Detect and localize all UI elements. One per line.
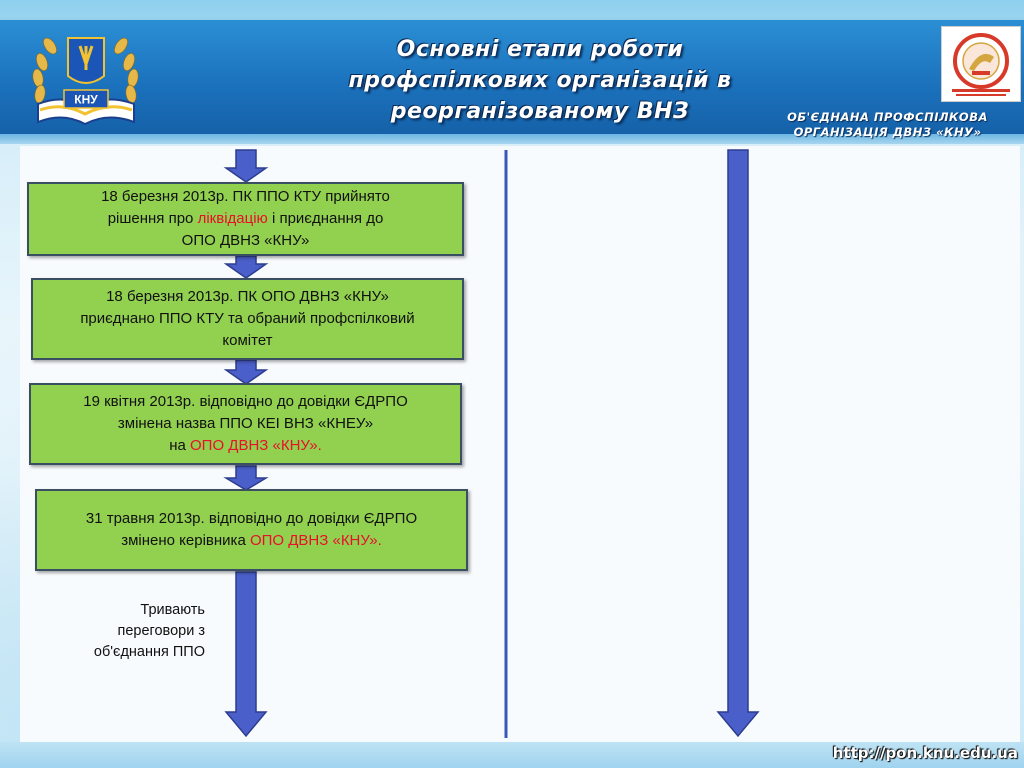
knu-logo-text: КНУ (74, 93, 98, 107)
arrow-down-icon (223, 465, 269, 491)
step-4-line-1: 31 травня 2013р. відповідно до довідки Є… (85, 510, 418, 527)
arrow-down-icon (223, 359, 269, 385)
step-1-line-1: 18 березня 2013р. ПК ППО КТУ прийнято (101, 188, 390, 205)
header-band (0, 20, 1024, 135)
step-4-line-2: змінено керівника ОПО ДВНЗ «КНУ». (121, 532, 382, 549)
org-name-line-2: ОРГАНІЗАЦІЯ ДВНЗ «КНУ» (793, 125, 982, 139)
step-1-line-2: рішення про ліквідацію і приєднання до (107, 210, 384, 227)
org-name-line-1: ОБ'ЄДНАНА ПРОФСПІЛКОВА (787, 110, 988, 124)
title-line-1: Основні етапи роботи (396, 37, 684, 62)
step-3-line-3: на ОПО ДВНЗ «КНУ». (169, 437, 322, 454)
title-line-3: реорганізованому ВНЗ (390, 99, 690, 124)
negotiations-note: Тривають переговори з об'єднання ППО (70, 600, 205, 663)
step-3-highlight: ОПО ДВНЗ «КНУ». (190, 437, 322, 454)
knu-logo: КНУ (32, 37, 139, 126)
union-logo (941, 26, 1021, 102)
step-2-line-2: приєднано ППО КТУ та обраний профспілков… (80, 310, 415, 327)
note-line-1: Тривають (140, 602, 205, 618)
step-box-1: 18 березня 2013р. ПК ППО КТУ прийнято рі… (27, 182, 464, 256)
org-name: ОБ'ЄДНАНА ПРОФСПІЛКОВА ОРГАНІЗАЦІЯ ДВНЗ … (760, 110, 1015, 140)
arrow-down-icon (224, 571, 268, 738)
arrow-down-icon (223, 149, 269, 183)
note-line-2: переговори з (117, 623, 205, 639)
step-3-line-1: 19 квітня 2013р. відповідно до довідки Є… (83, 393, 408, 410)
title-line-2: профспілкових організацій в (348, 68, 732, 93)
slide-title: Основні етапи роботи профспілкових орган… (270, 34, 810, 127)
arrow-down-icon (716, 149, 760, 738)
step-1-highlight: ліквідацію (197, 210, 268, 227)
footer-url[interactable]: http://pon.knu.edu.ua (832, 744, 1018, 762)
step-3-line-2: змінена назва ППО КЕІ ВНЗ «КНЕУ» (117, 415, 374, 432)
step-box-4: 31 травня 2013р. відповідно до довідки Є… (35, 489, 468, 571)
step-box-3: 19 квітня 2013р. відповідно до довідки Є… (29, 383, 462, 465)
union-emblem-icon (952, 33, 1010, 96)
step-2-line-1: 18 березня 2013р. ПК ОПО ДВНЗ «КНУ» (106, 288, 389, 305)
arrow-down-icon (223, 255, 269, 279)
step-2-line-3: комітет (222, 332, 273, 349)
footer-band (0, 742, 1024, 768)
step-1-line-3: ОПО ДВНЗ «КНУ» (181, 232, 310, 249)
header-stripe (0, 134, 1024, 144)
step-box-2: 18 березня 2013р. ПК ОПО ДВНЗ «КНУ» приє… (31, 278, 464, 360)
note-line-3: об'єднання ППО (93, 644, 205, 660)
step-4-highlight: ОПО ДВНЗ «КНУ». (249, 532, 382, 549)
